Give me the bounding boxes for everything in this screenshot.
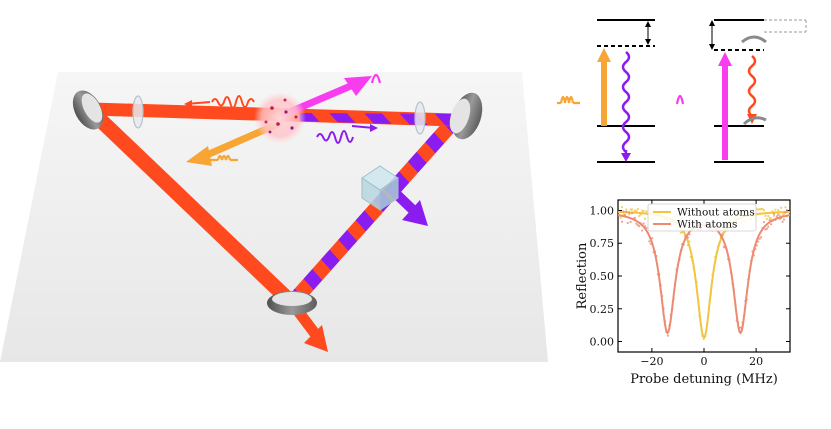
data-point-with-atoms [642, 222, 645, 225]
beam-right-leg [286, 115, 461, 308]
x-tick-label: 20 [749, 355, 763, 368]
data-point-with-atoms [626, 221, 629, 225]
data-point-without-atoms [638, 214, 641, 218]
data-point-without-atoms [765, 217, 768, 220]
data-point-with-atoms [641, 229, 644, 232]
data-point-with-atoms [666, 334, 670, 337]
legend-label-without-atoms: Without atoms [677, 207, 755, 219]
data-point-with-atoms [628, 211, 631, 215]
y-tick-label: 1.00 [590, 204, 615, 217]
x-tick-label: −20 [640, 355, 663, 368]
data-point-with-atoms [759, 236, 763, 239]
optical-table-surface [0, 72, 548, 362]
data-point-without-atoms [630, 208, 634, 211]
pulse-icon [675, 94, 685, 105]
chart-legend: Without atoms With atoms [647, 203, 757, 232]
data-point-without-atoms [780, 206, 783, 209]
data-point-with-atoms [625, 210, 628, 214]
data-point-without-atoms [619, 216, 622, 219]
data-point-with-atoms [770, 223, 773, 226]
data-point-without-atoms [762, 209, 766, 212]
data-point-with-atoms [622, 210, 625, 213]
series-line-with-atoms [617, 214, 791, 335]
energy-level-diagram-probe [557, 19, 655, 163]
beam-left-leg [86, 106, 298, 309]
y-tick-label: 0.75 [590, 237, 615, 250]
data-point-without-atoms [767, 214, 770, 218]
data-point-without-atoms [761, 207, 764, 210]
y-tick-label: 0.25 [590, 303, 615, 316]
data-point-without-atoms [625, 208, 628, 211]
mirror-icon [72, 90, 104, 130]
y-tick-label: 0.50 [590, 270, 615, 283]
atom-cloud-icon [254, 92, 306, 144]
waveplate-right [414, 101, 426, 135]
data-point-with-atoms [629, 220, 632, 224]
data-point-without-atoms [642, 209, 645, 213]
pulse-icon [370, 73, 382, 84]
data-point-with-atoms [765, 227, 768, 230]
data-point-with-atoms [648, 240, 651, 243]
mirror-icon [267, 291, 317, 315]
y-tick-label: 0.00 [590, 336, 615, 349]
data-point-with-atoms [630, 212, 634, 215]
cavity-scene [0, 72, 548, 362]
beam-splitter-icon [361, 165, 399, 211]
data-point-with-atoms [635, 222, 638, 225]
data-point-with-atoms [782, 218, 786, 221]
purple-wave-packet [316, 130, 354, 144]
data-point-with-atoms [686, 236, 690, 239]
data-point-without-atoms [772, 214, 776, 217]
data-point-without-atoms [636, 208, 639, 211]
data-point-with-atoms [758, 237, 761, 240]
x-tick-label: 0 [701, 355, 708, 368]
legend-label-with-atoms: With atoms [677, 219, 737, 231]
pulse-icon [557, 95, 580, 105]
data-point-without-atoms [777, 209, 780, 212]
reflection-chart: −20 0 20 0.00 0.25 0.50 0.75 1.00 Without atoms… [575, 199, 791, 387]
data-point-without-atoms [784, 206, 787, 209]
data-point-with-atoms [762, 221, 766, 224]
data-point-with-atoms [775, 215, 778, 218]
waveplate-left [132, 95, 144, 129]
data-point-without-atoms [645, 210, 648, 213]
series-line-without-atoms [618, 210, 790, 340]
data-point-with-atoms [784, 211, 787, 214]
data-point-with-atoms [785, 208, 788, 212]
data-point-with-atoms [781, 220, 784, 223]
x-axis-label: Probe detuning (MHz) [630, 372, 778, 387]
data-point-with-atoms [767, 225, 770, 228]
data-point-without-atoms [774, 208, 777, 211]
y-axis-label: Reflection [575, 242, 590, 309]
red-wave-packet [211, 95, 255, 109]
data-point-without-atoms [643, 217, 647, 220]
pulse-icon [203, 154, 238, 162]
mirror-icon [449, 92, 483, 140]
data-point-with-atoms [772, 212, 776, 215]
data-point-without-atoms [770, 217, 773, 220]
data-point-with-atoms [638, 225, 641, 228]
data-point-with-atoms [620, 220, 624, 223]
data-point-without-atoms [620, 205, 624, 209]
data-point-without-atoms [764, 214, 767, 217]
data-point-with-atoms [633, 216, 637, 220]
data-point-with-atoms [777, 213, 780, 216]
energy-level-diagram-control [675, 19, 807, 163]
